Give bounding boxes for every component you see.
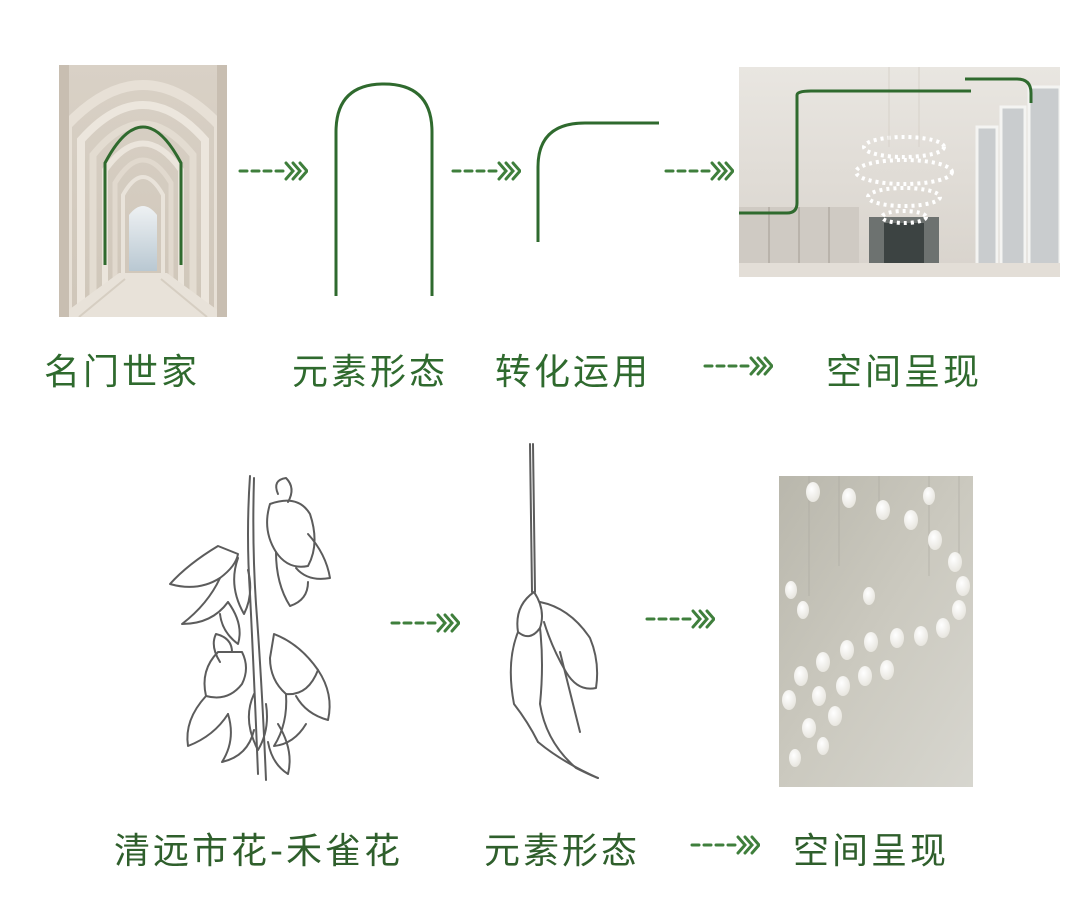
dashed-chevron-arrow-icon — [390, 612, 460, 634]
label-transform-top: 转化运用 — [495, 352, 652, 393]
label-space-top: 空间呈现 — [826, 352, 983, 393]
arch-outline-icon — [332, 80, 436, 296]
dashed-chevron-arrow-icon — [703, 355, 773, 377]
dashed-chevron-arrow-icon — [690, 834, 760, 856]
label-origin-top: 名门世家 — [44, 352, 201, 393]
dashed-chevron-arrow-icon — [664, 160, 734, 182]
dashed-chevron-arrow-icon — [238, 160, 308, 182]
interior-hall-chandelier-photo — [739, 67, 1060, 277]
dashed-chevron-arrow-icon — [451, 160, 521, 182]
label-space-bottom: 空间呈现 — [793, 831, 950, 872]
hequehua-cluster-sketch — [158, 474, 338, 784]
label-element-bottom: 元素形态 — [484, 831, 641, 872]
single-flower-sketch — [500, 442, 610, 782]
corner-curve-icon — [535, 119, 661, 245]
label-element-top: 元素形态 — [292, 352, 449, 393]
arch-corridor-photo — [59, 65, 227, 317]
label-origin-bottom: 清远市花-禾雀花 — [114, 831, 403, 872]
pendant-light-photo — [779, 476, 973, 787]
dashed-chevron-arrow-icon — [645, 608, 715, 630]
